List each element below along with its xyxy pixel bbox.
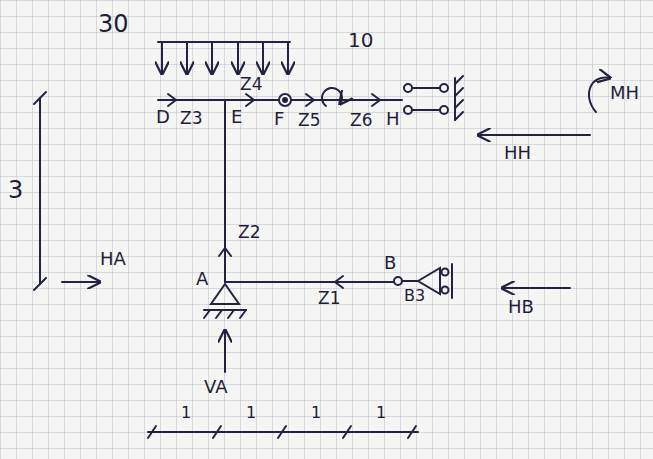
label-text: MH: [610, 84, 639, 102]
label-text: 1: [181, 405, 191, 421]
label-text: H: [386, 110, 400, 128]
label-text: 3: [8, 178, 23, 202]
force-arrow: [478, 134, 590, 136]
label-text: Z6: [350, 112, 372, 129]
label-text: Z3: [180, 110, 202, 127]
label-text: HB: [508, 298, 534, 316]
moment-arrow: [322, 88, 342, 106]
column: [224, 100, 226, 282]
label-text: Z1: [318, 290, 340, 307]
label-text: Z4: [240, 76, 262, 93]
label-text: E: [231, 108, 242, 126]
label-text: HH: [504, 144, 531, 162]
force-arrow: [62, 281, 100, 283]
label-text: 1: [246, 405, 256, 421]
hinge: [283, 98, 287, 102]
pin-support: [204, 284, 246, 318]
internal-force-arrow: [168, 94, 380, 288]
dimension-line: [34, 92, 46, 290]
label-text: Z2: [238, 224, 260, 241]
label-text: Z5: [298, 112, 320, 129]
label-text: 10: [348, 30, 373, 50]
label-text: F: [274, 110, 284, 128]
label-text: 30: [98, 12, 129, 36]
label-text: HA: [100, 250, 126, 268]
label-text: A: [196, 270, 208, 288]
label-text: B: [384, 254, 396, 272]
label-text: B3: [404, 288, 425, 304]
force-arrow: [502, 287, 570, 289]
hinge: [279, 94, 291, 106]
label-text: 1: [376, 405, 386, 421]
label-text: VA: [204, 378, 227, 396]
label-text: D: [156, 108, 170, 126]
scale-bar: [148, 426, 418, 438]
sliding-support: [404, 76, 463, 120]
force-arrow: [224, 330, 226, 372]
beam: [225, 281, 394, 283]
moment-arrow: [589, 78, 610, 112]
label-text: 1: [311, 405, 321, 421]
distributed-load: [158, 42, 290, 74]
